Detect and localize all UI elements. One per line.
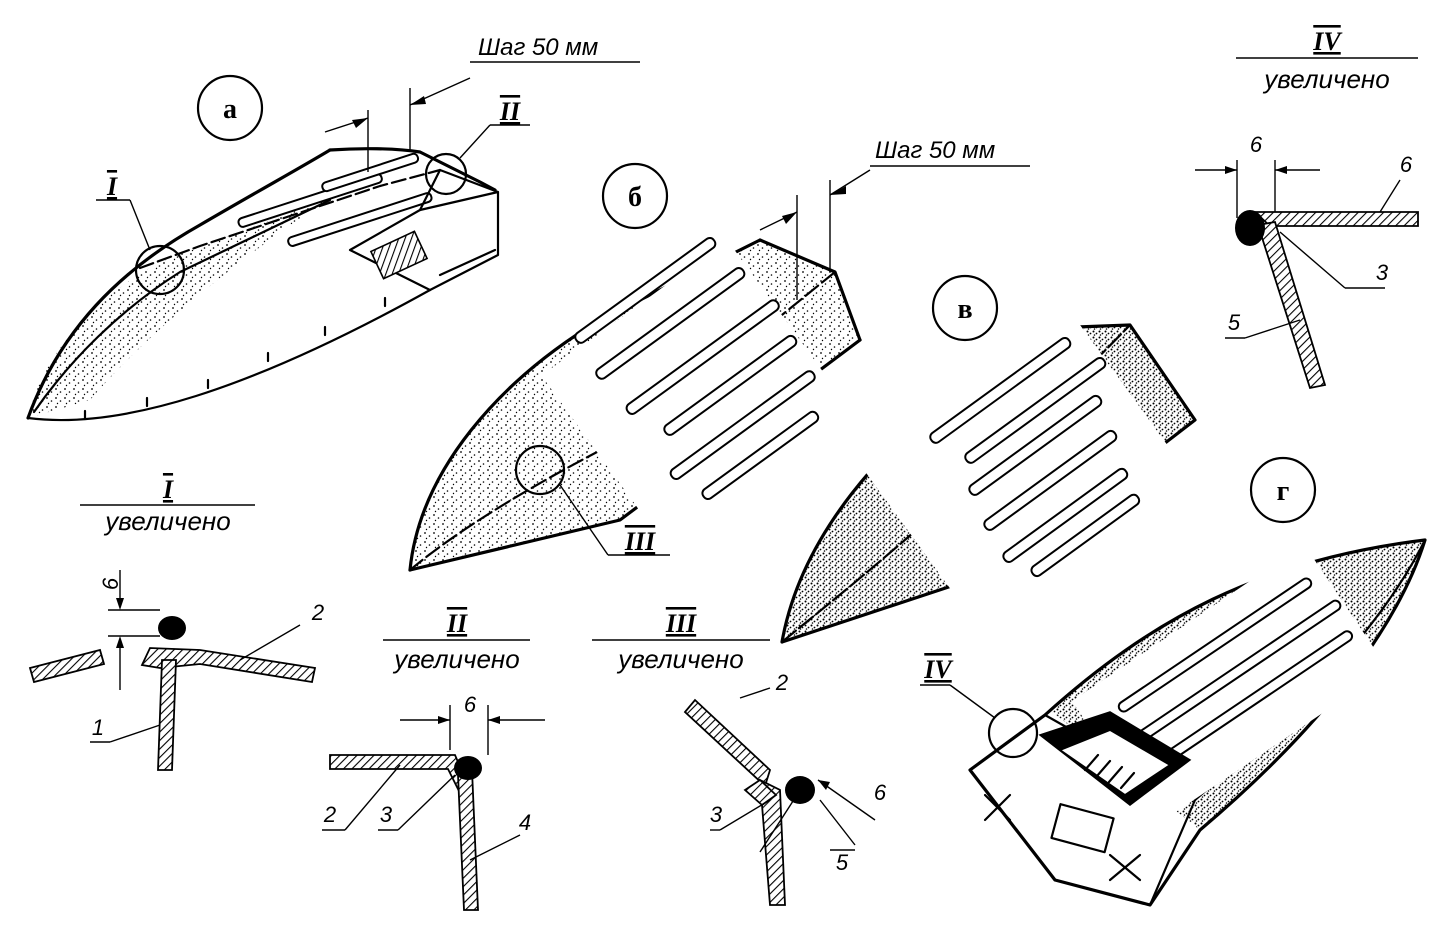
detail-III-part-2: 2 — [775, 670, 788, 695]
detail-III-part-3: 3 — [710, 802, 723, 827]
detail-III-part-5: 5 — [836, 850, 849, 875]
detail-II-drawing — [322, 639, 545, 911]
panel-b-hull — [408, 165, 1030, 572]
detail-IV-subtitle: увеличено — [1262, 64, 1389, 94]
detail-IV-drawing — [1195, 57, 1419, 390]
panel-a-label: а — [223, 94, 237, 125]
detail-III-subtitle: увеличено — [616, 644, 743, 674]
panel-g-hull — [920, 538, 1427, 907]
detail-I-part-1: 1 — [92, 715, 104, 740]
detail-II-part-2: 2 — [323, 802, 336, 827]
detail-IV-part-3: 3 — [1376, 260, 1389, 285]
detail-IV-title: IV — [1312, 27, 1343, 56]
ref-IV: IV — [923, 655, 954, 684]
detail-I-subtitle: увеличено — [103, 506, 230, 536]
panel-v-hull — [780, 292, 1197, 644]
ref-II: II — [499, 97, 521, 126]
ref-I: I — [106, 172, 118, 201]
detail-IV-part-6: 6 — [1400, 152, 1413, 177]
detail-III-drawing — [592, 639, 876, 906]
detail-III-title: III — [665, 609, 697, 638]
pitch-note-a: Шаг 50 мм — [478, 34, 598, 61]
panel-v-label: в — [957, 294, 972, 325]
ref-III: III — [624, 527, 656, 556]
detail-IV-dimension: 6 — [1250, 132, 1263, 157]
detail-I-title: I — [162, 475, 174, 504]
detail-I-drawing — [28, 504, 317, 771]
detail-II-dimension: 6 — [464, 692, 477, 717]
detail-III-dimension: 6 — [874, 780, 887, 805]
detail-II-part-4: 4 — [519, 810, 531, 835]
panel-v-slots — [929, 336, 1141, 578]
detail-II-part-3: 3 — [380, 802, 393, 827]
panel-b-label: б — [628, 182, 642, 213]
detail-I-dimension: 6 — [98, 577, 123, 590]
detail-IV-part-5: 5 — [1228, 310, 1241, 335]
panel-g-deck-slots — [1117, 577, 1354, 760]
detail-I-part-2: 2 — [311, 600, 324, 625]
panel-g-label: г — [1277, 476, 1290, 507]
panel-a-hull — [26, 61, 640, 422]
detail-II-subtitle: увеличено — [392, 644, 519, 674]
pitch-note-b: Шаг 50 мм — [875, 137, 995, 164]
panel-b-slots — [574, 236, 820, 501]
detail-II-title: II — [446, 609, 468, 638]
panel-label-circles — [196, 74, 1317, 524]
